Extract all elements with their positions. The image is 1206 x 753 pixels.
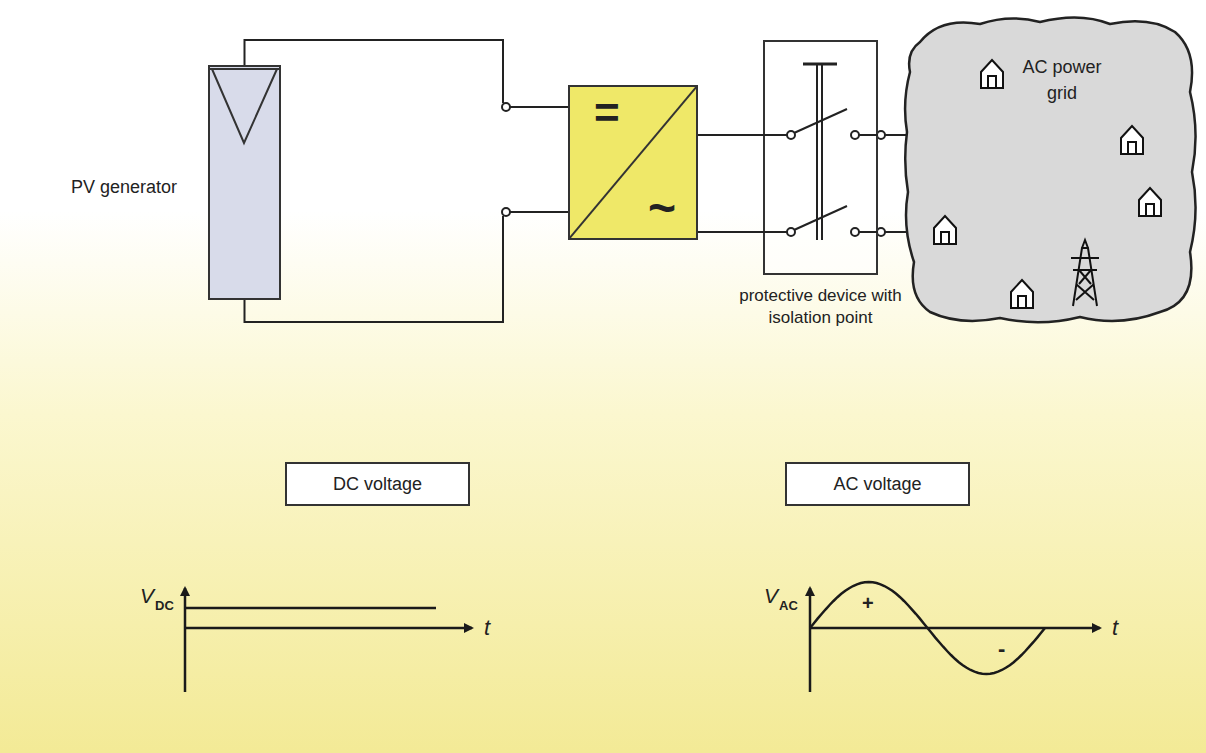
house-icon <box>1139 188 1161 216</box>
node-text: = <box>594 91 620 135</box>
terminal <box>502 208 510 216</box>
caption-box: AC voltage <box>785 462 970 506</box>
panel-symbol <box>208 65 281 300</box>
dc-signal <box>185 607 436 610</box>
switch-symbol <box>763 40 878 275</box>
node-text: AC voltage <box>833 474 921 495</box>
ac-wire <box>698 135 763 232</box>
pv-panel: PV generator <box>208 65 281 300</box>
pylon-icon <box>1071 240 1099 306</box>
dc-wire <box>245 40 569 322</box>
polarity-sign: - <box>998 636 1005 662</box>
inverter-box: =~ <box>568 85 698 240</box>
axis-label: DC <box>155 598 174 613</box>
node-text: AC power grid <box>1012 54 1112 106</box>
converter-diagonal <box>568 85 698 240</box>
axis-line <box>809 588 812 692</box>
house-icon <box>1121 126 1143 154</box>
node-text: protective device with isolation point <box>716 285 926 329</box>
house-icon <box>981 60 1003 88</box>
terminal <box>877 131 885 139</box>
axis-label: t <box>1112 615 1118 641</box>
grid-wire <box>878 135 908 232</box>
house-icon <box>1011 280 1033 308</box>
axis-label: V <box>140 584 154 608</box>
polarity-sign: + <box>862 592 874 615</box>
node-text: ~ <box>648 184 676 232</box>
axis-line <box>185 627 472 630</box>
ac-signal <box>810 582 1045 674</box>
node-text: PV generator <box>71 177 177 198</box>
caption-box: DC voltage <box>285 462 470 506</box>
terminal <box>502 103 510 111</box>
axis-label: V <box>764 584 778 608</box>
house-icon <box>934 216 956 244</box>
node-text: DC voltage <box>333 474 422 495</box>
axis-label: t <box>484 615 490 641</box>
axis-label: AC <box>779 598 798 613</box>
axis-line <box>184 588 187 692</box>
protective-device: protective device with isolation point <box>763 40 878 275</box>
axis-line <box>810 627 1100 630</box>
terminal <box>877 228 885 236</box>
power-grid-cloud: AC power grid <box>900 12 1200 327</box>
